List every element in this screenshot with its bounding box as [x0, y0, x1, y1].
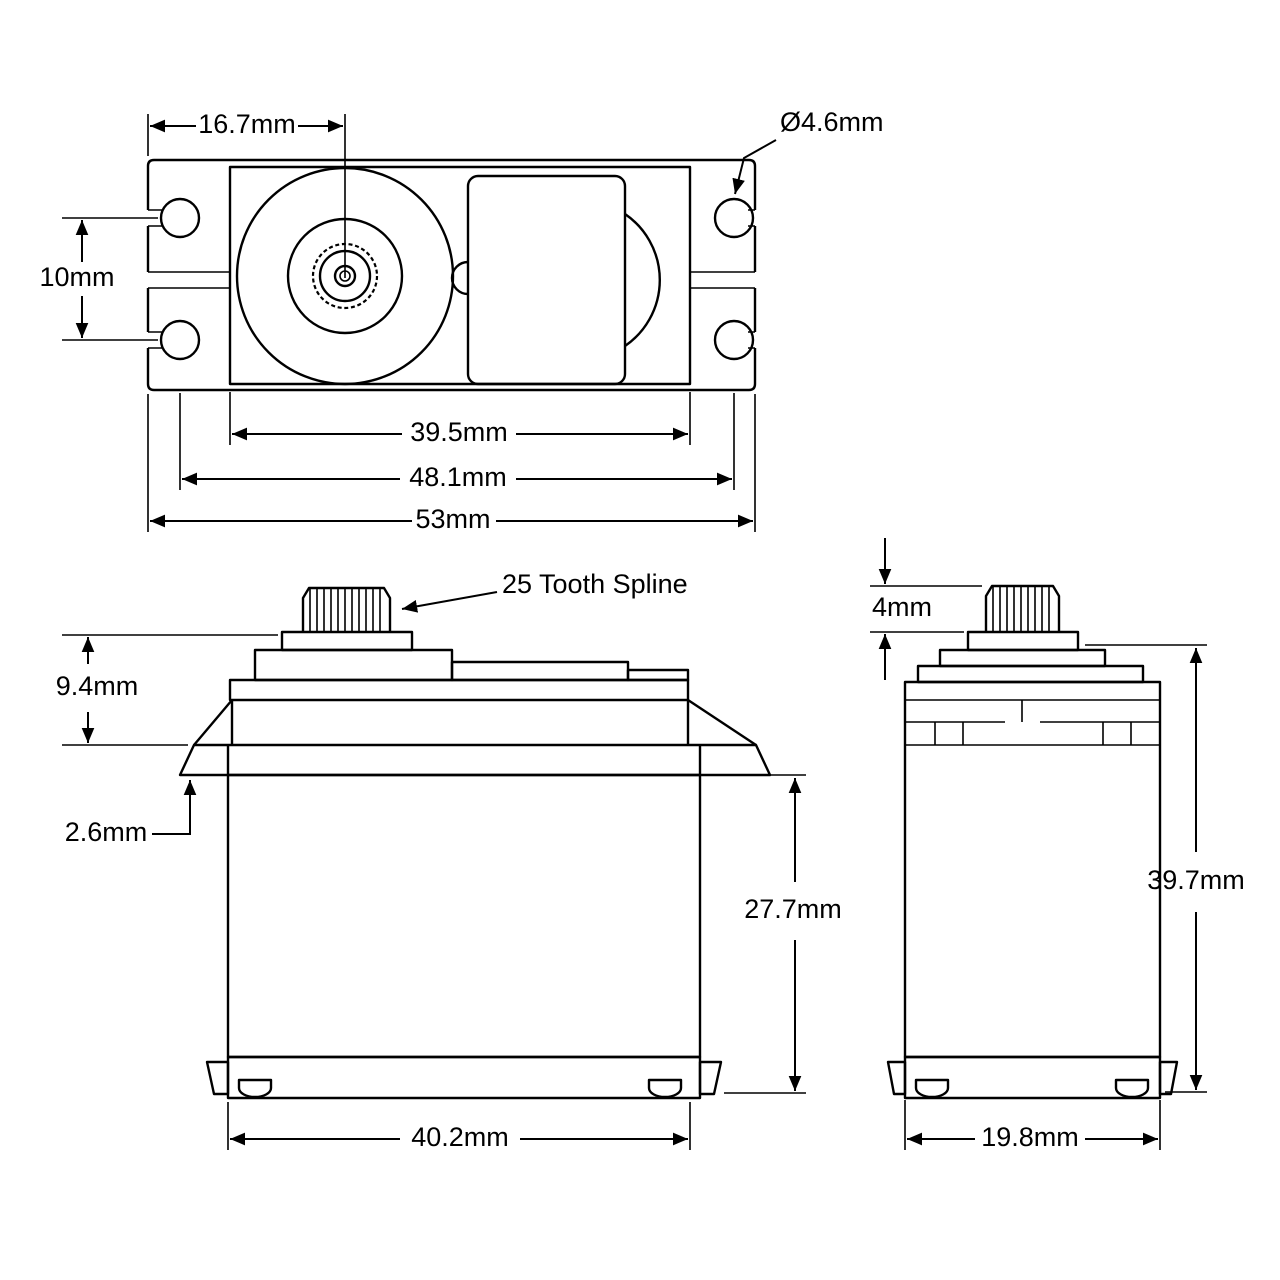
flange-gussets [193, 698, 757, 747]
case-sides-through-flange [226, 745, 702, 775]
front-step-2 [916, 664, 1145, 684]
dim-label-upper-height: 9.4mm [56, 671, 139, 701]
top-view: 16.7mm Ø4.6mm 10mm 39.5mm 48.1mm [39, 107, 883, 534]
dim-label-body-length: 40.2mm [411, 1122, 509, 1152]
dim-spline-offset: 16.7mm [147, 109, 346, 278]
front-view: 4mm 39.7mm 19.8mm [870, 538, 1245, 1152]
dim-label-hole-pitch-horizontal: 48.1mm [409, 462, 507, 492]
label-area [466, 174, 627, 386]
dim-label-hole-diameter: Ø4.6mm [780, 107, 884, 137]
dim-label-hole-pitch-vertical: 10mm [39, 262, 114, 292]
dim-label-overall-width: 53mm [415, 504, 490, 534]
mounting-hole-top-right [713, 197, 755, 239]
servo-body-side [226, 773, 702, 1059]
spline-collar-side [280, 630, 414, 652]
mounting-hole-bottom-right [713, 319, 755, 361]
foot-bumps-side [237, 1078, 683, 1099]
dim-label-flange-thickness: 2.6mm [65, 817, 148, 847]
dim-body-width: 39.5mm [229, 392, 691, 447]
servo-body-front [903, 680, 1162, 1059]
dim-hole-pitch-horizontal: 48.1mm [179, 393, 735, 492]
servo-body-top [228, 165, 692, 386]
dim-label-spline-offset: 16.7mm [198, 109, 296, 139]
case-seams-front [905, 699, 1160, 746]
spline-shaft-front [984, 584, 1061, 632]
front-step-1 [938, 648, 1107, 668]
dim-hole-diameter: Ø4.6mm [732, 107, 884, 195]
note-spline: 25 Tooth Spline [401, 569, 688, 613]
front-foot-tab-left [886, 1060, 907, 1096]
foot-tab-left [205, 1060, 230, 1096]
spline-teeth-front [992, 587, 1050, 631]
dim-label-body-depth: 19.8mm [981, 1122, 1079, 1152]
dim-overall-height: 39.7mm [1085, 644, 1245, 1093]
dim-label-lower-height: 27.7mm [744, 894, 842, 924]
front-foot-tab-right [1158, 1060, 1179, 1096]
note-label-spline: 25 Tooth Spline [502, 569, 688, 599]
top-cap [228, 678, 690, 702]
dim-upper-height: 9.4mm [56, 634, 278, 746]
dim-label-overall-height: 39.7mm [1147, 865, 1245, 895]
gear-head [253, 648, 454, 682]
spline-collar-front [966, 630, 1080, 652]
mounting-hole-top-left [159, 197, 201, 239]
foot-bumps-front [914, 1078, 1150, 1099]
dim-flange-thickness: 2.6mm [65, 780, 197, 847]
spline-teeth-side [309, 589, 381, 631]
dim-label-body-width: 39.5mm [410, 417, 508, 447]
bottom-cap-front [903, 1055, 1162, 1100]
side-view: 25 Tooth Spline 9.4mm 2.6mm 27.7mm 40.2m… [56, 569, 842, 1152]
flange-outline [146, 158, 757, 392]
dim-spline-height: 4mm [870, 538, 982, 680]
label-notch [450, 260, 469, 296]
dim-overall-width: 53mm [147, 394, 756, 534]
upper-case-sides [230, 700, 690, 745]
bottom-cap-side [226, 1055, 702, 1100]
dim-hole-pitch-vertical: 10mm [39, 217, 158, 341]
dim-label-spline-height: 4mm [872, 592, 932, 622]
mounting-flange-side [178, 743, 772, 777]
mid-step [450, 660, 630, 682]
spline-shaft-side [301, 586, 392, 632]
foot-tab-right [698, 1060, 723, 1096]
mounting-hole-bottom-left [159, 319, 201, 361]
dim-body-length: 40.2mm [227, 1102, 691, 1152]
dim-body-depth: 19.8mm [904, 1100, 1161, 1152]
label-arc [624, 213, 661, 347]
dim-lower-height: 27.7mm [724, 774, 842, 1094]
rear-step [626, 668, 690, 682]
